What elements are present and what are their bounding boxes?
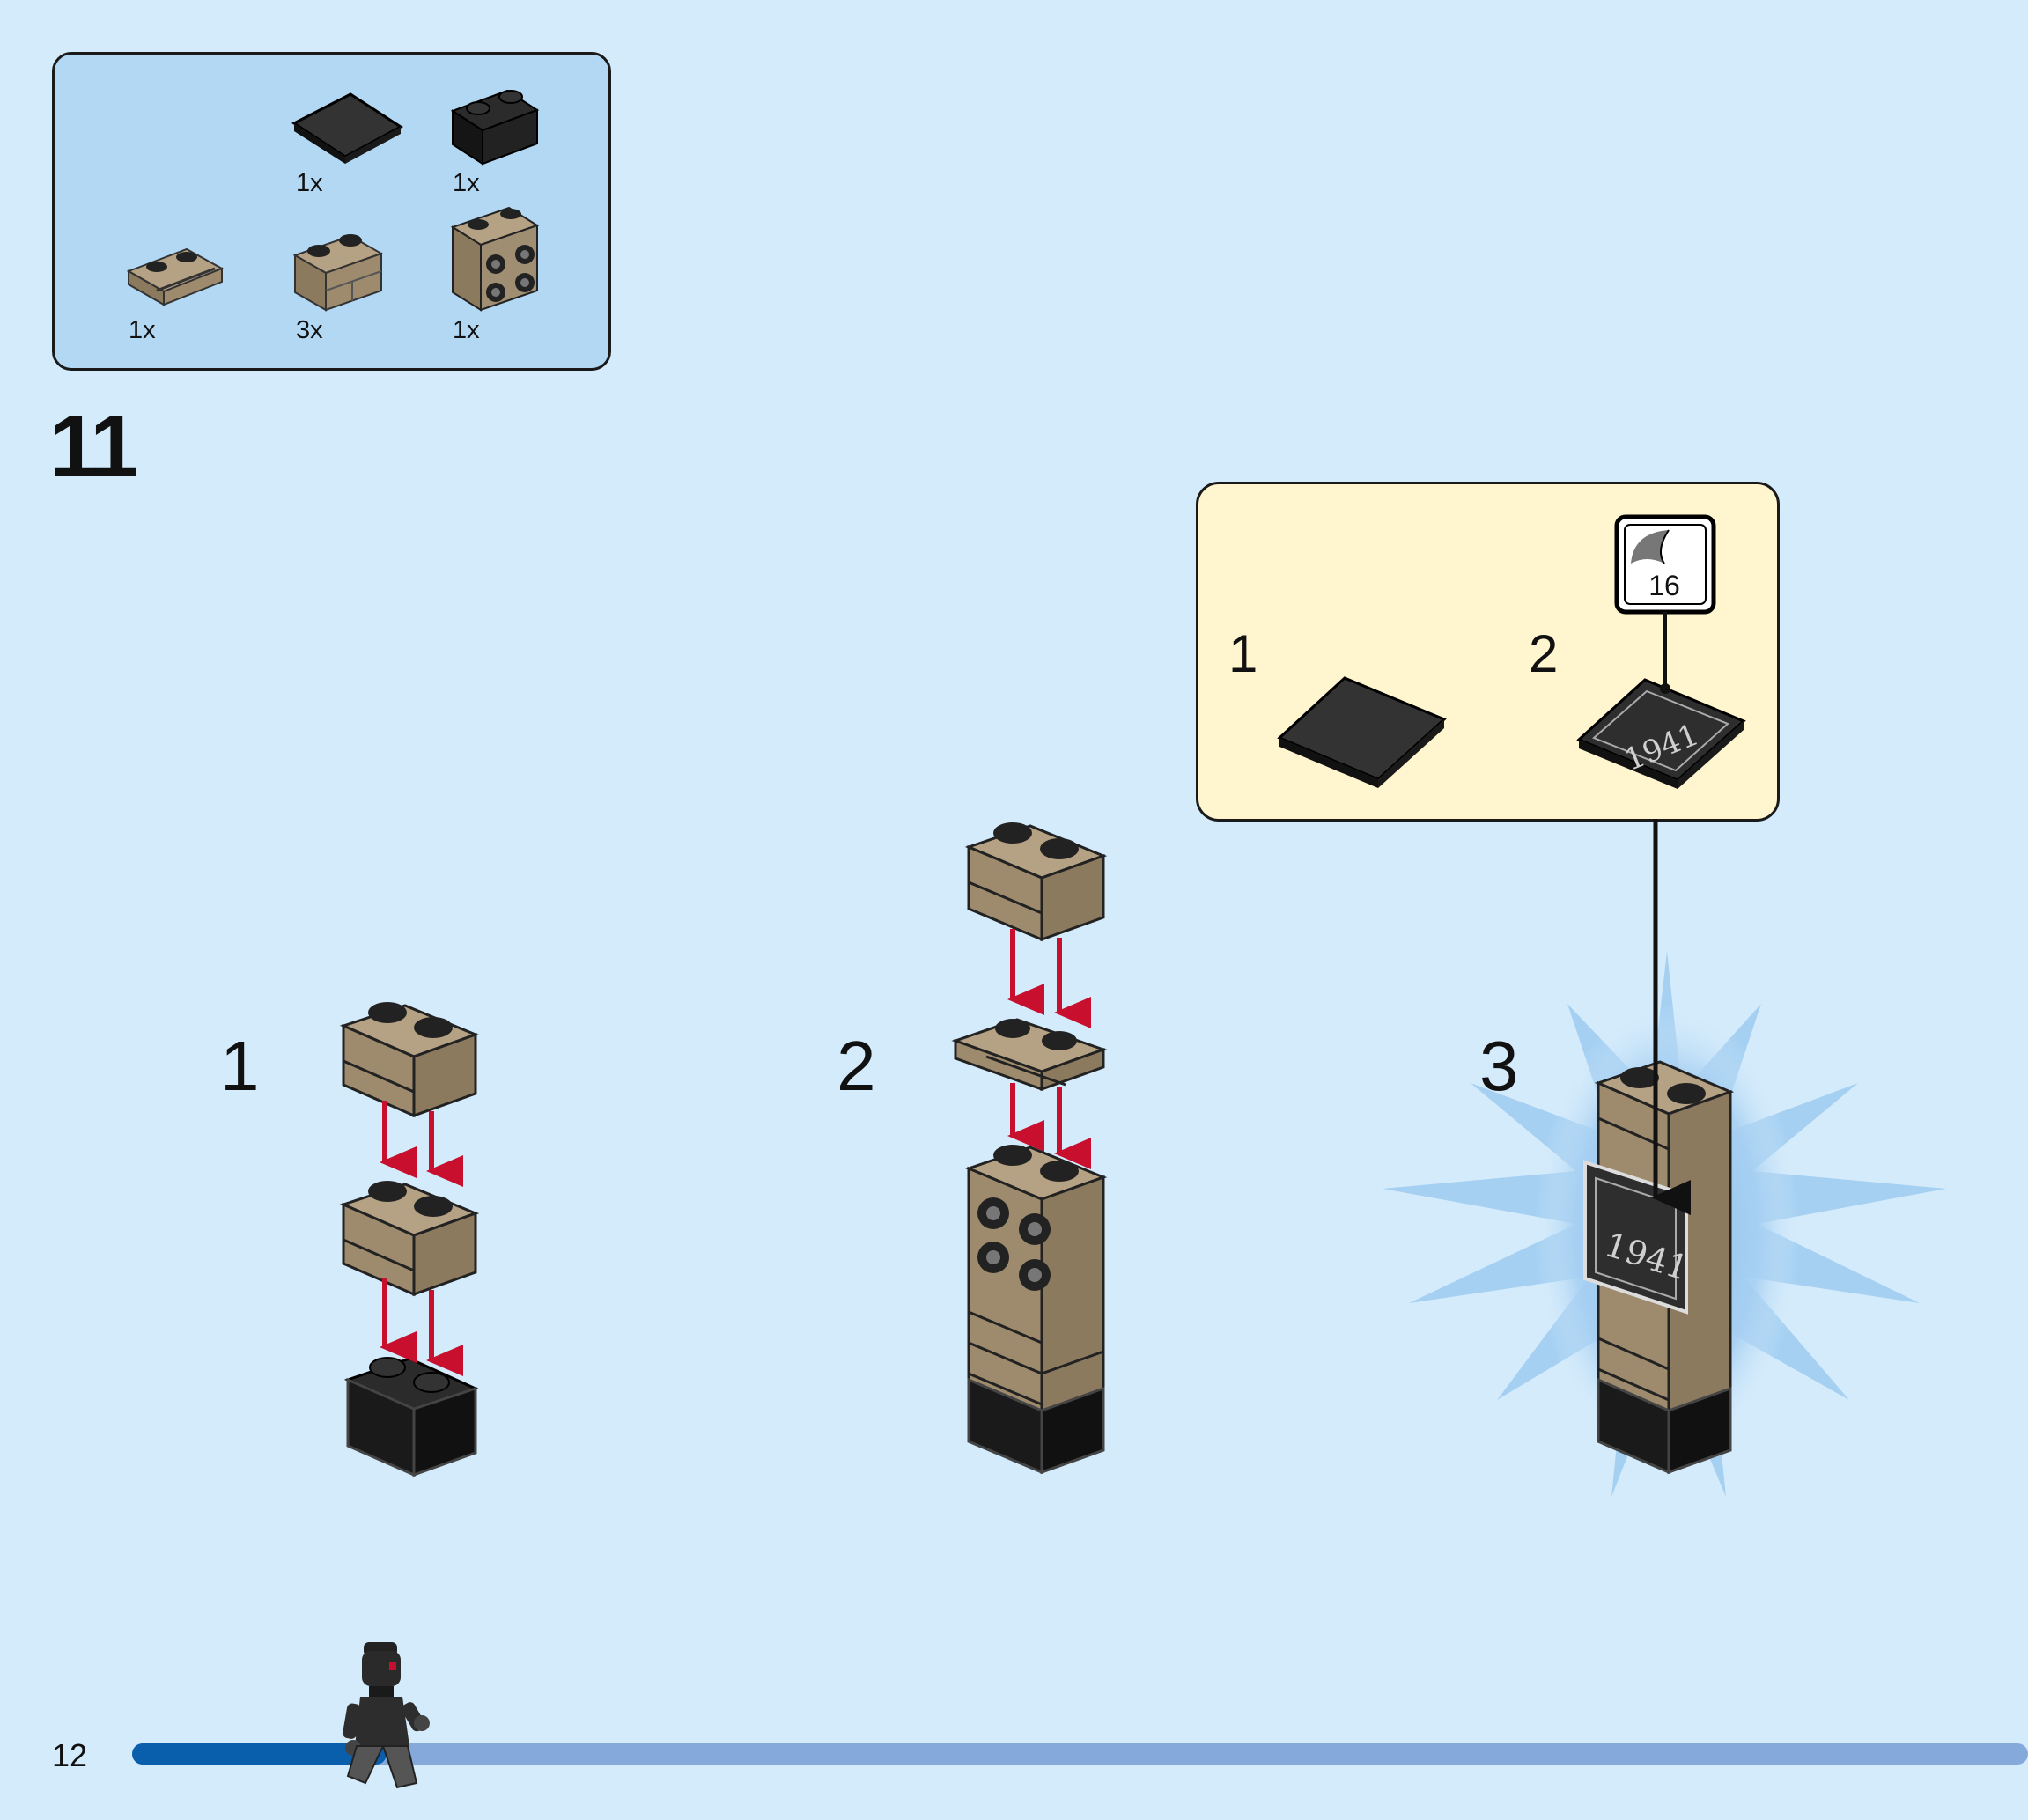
part-qty: 1x	[453, 169, 480, 197]
progress-fill	[132, 1743, 387, 1765]
substep-number: 2	[837, 1027, 876, 1105]
substep-2-assembly	[951, 822, 1108, 1475]
callout-step-number: 1	[1228, 624, 1258, 683]
progress-bar	[132, 1743, 2028, 1765]
substep-1-assembly	[339, 1002, 480, 1477]
callout-tile-with-sticker: 1941	[1576, 678, 1746, 789]
callout-tile	[1277, 676, 1447, 788]
substep-number: 1	[220, 1027, 260, 1105]
callout-step-number: 2	[1529, 624, 1559, 683]
part-qty: 3x	[296, 316, 323, 344]
page-number: 12	[52, 1737, 88, 1773]
part-brick-black	[450, 89, 540, 166]
part-rail-plate-tan	[126, 247, 225, 306]
minifigure-walking-icon	[343, 1642, 430, 1789]
sticker-icon: 16	[1614, 514, 1716, 615]
part-flat-tile-black	[291, 92, 403, 164]
part-brick-side-studs-tan	[450, 206, 540, 312]
substep-3-assembly: 1941	[1383, 819, 1946, 1497]
part-qty: 1x	[296, 169, 323, 197]
part-qty: 1x	[129, 316, 156, 344]
part-masonry-brick-tan	[292, 234, 384, 312]
part-qty: 1x	[453, 316, 480, 344]
sticker-number: 16	[1648, 570, 1680, 601]
step-number: 11	[49, 397, 139, 496]
